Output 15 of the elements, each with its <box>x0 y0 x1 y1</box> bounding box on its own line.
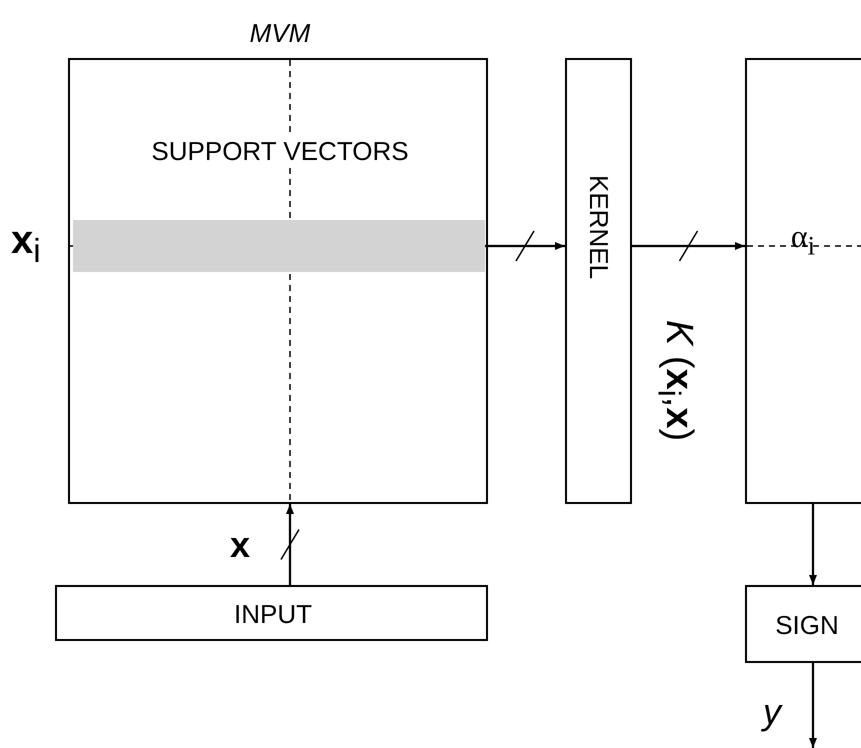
sign-box <box>745 585 861 663</box>
block-label: KERNEL <box>586 175 612 280</box>
edge-label: x <box>230 524 250 566</box>
kernel-box <box>565 58 632 504</box>
edge-label: y <box>763 691 781 733</box>
arrow <box>485 242 565 250</box>
input-box <box>55 585 488 641</box>
arrow <box>286 504 294 585</box>
block-label: INPUT <box>234 601 312 627</box>
block-label: SIGN <box>775 612 839 638</box>
weights-box <box>745 58 861 504</box>
block-title: MVM <box>250 20 310 46</box>
row-label: x$_{i}$ <box>11 220 41 268</box>
arrow <box>632 242 745 250</box>
block-label: SUPPORT VECTORS <box>151 138 409 164</box>
